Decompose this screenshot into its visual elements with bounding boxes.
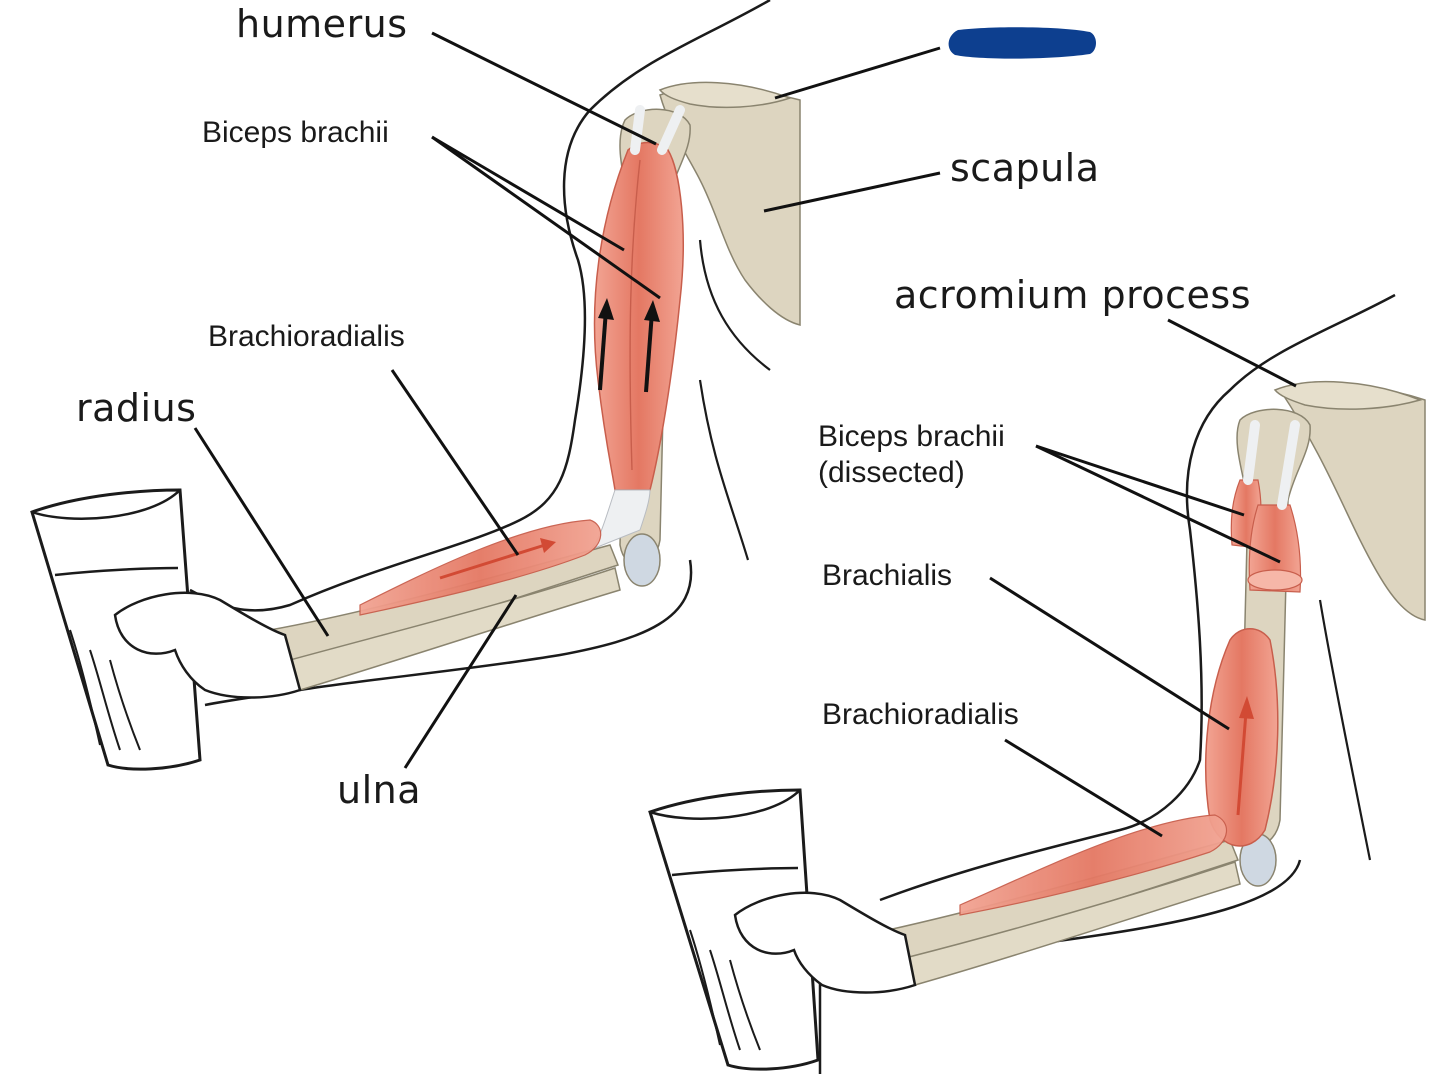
label-radius: radius [76, 386, 197, 430]
leader-biceps-a [431, 135, 625, 252]
left-fingers [69, 629, 141, 751]
right-biceps-cut [1247, 569, 1303, 591]
right-brachioradialis-muscle [959, 814, 1227, 916]
leader-acromium [1167, 318, 1297, 388]
leader-biceps-dissected-a [1035, 444, 1245, 517]
left-br-arrow [439, 543, 546, 580]
leader-brachioradialis-left [390, 369, 520, 556]
right-fingers [689, 929, 761, 1051]
label-humerus: humerus [236, 2, 408, 46]
label-scapula: scapula [950, 146, 1100, 190]
leader-brachioradialis-right [1004, 738, 1163, 838]
left-brachioradialis-muscle [359, 519, 602, 616]
left-biceps-division [629, 159, 641, 471]
right-upper-tendons [1243, 420, 1300, 510]
right-brachialis-muscle [1204, 628, 1279, 847]
right-ulna-bone [904, 861, 1241, 986]
leader-scapula [763, 171, 941, 213]
right-glass-liquid [671, 866, 799, 877]
leader-ulna [403, 594, 518, 769]
label-biceps-brachii: Biceps brachii [202, 116, 389, 149]
redaction-mark [948, 27, 1096, 59]
right-shoulder-outline [879, 293, 1396, 902]
label-biceps-dissected-line2: (dissected) [818, 456, 965, 489]
left-shoulder-outline [189, 0, 771, 612]
leader-humerus [431, 31, 657, 146]
label-brachialis: Brachialis [822, 559, 953, 592]
leader-biceps-dissected-b [1035, 444, 1281, 564]
left-hand [113, 591, 302, 699]
left-arrow-1-head [598, 298, 614, 320]
left-back-outline [698, 239, 771, 371]
leader-brachialis [989, 576, 1230, 731]
left-underarm-outline [698, 379, 750, 561]
label-acromium-process: acromium process [894, 273, 1251, 317]
right-brachialis-arrow [1236, 711, 1248, 816]
left-glass-rim [31, 489, 181, 520]
left-arm [30, 0, 801, 771]
label-brachioradialis-left: Brachioradialis [208, 320, 405, 353]
left-ulna-bone [289, 567, 621, 691]
label-brachioradialis-right: Brachioradialis [822, 698, 1019, 731]
left-upper-tendons [630, 105, 685, 155]
left-acromion [658, 81, 793, 109]
leader-lines [193, 31, 1297, 838]
leader-radius [193, 427, 330, 637]
left-br-arrow-head [540, 538, 556, 553]
left-biceps-tendon [589, 489, 651, 551]
label-ulna: ulna [337, 768, 422, 812]
right-brachialis-arrow-head [1239, 696, 1254, 719]
leader-biceps-b [431, 135, 661, 300]
label-biceps-dissected-line1: Biceps brachii [818, 420, 1005, 453]
right-glass-rim [649, 789, 801, 820]
right-acromion [1273, 380, 1423, 410]
right-underarm-outline [1318, 599, 1372, 861]
right-biceps-stub-2 [1248, 504, 1302, 593]
left-arrow-2-head [644, 300, 660, 322]
right-arm [648, 293, 1426, 1074]
left-arrow-1 [598, 309, 608, 391]
left-biceps-muscle [593, 141, 684, 491]
left-elbow-condyle [623, 533, 661, 587]
left-glass-liquid [54, 566, 179, 577]
left-arrow-2 [644, 311, 654, 393]
right-hand [733, 891, 917, 994]
leader-redacted [774, 46, 941, 100]
